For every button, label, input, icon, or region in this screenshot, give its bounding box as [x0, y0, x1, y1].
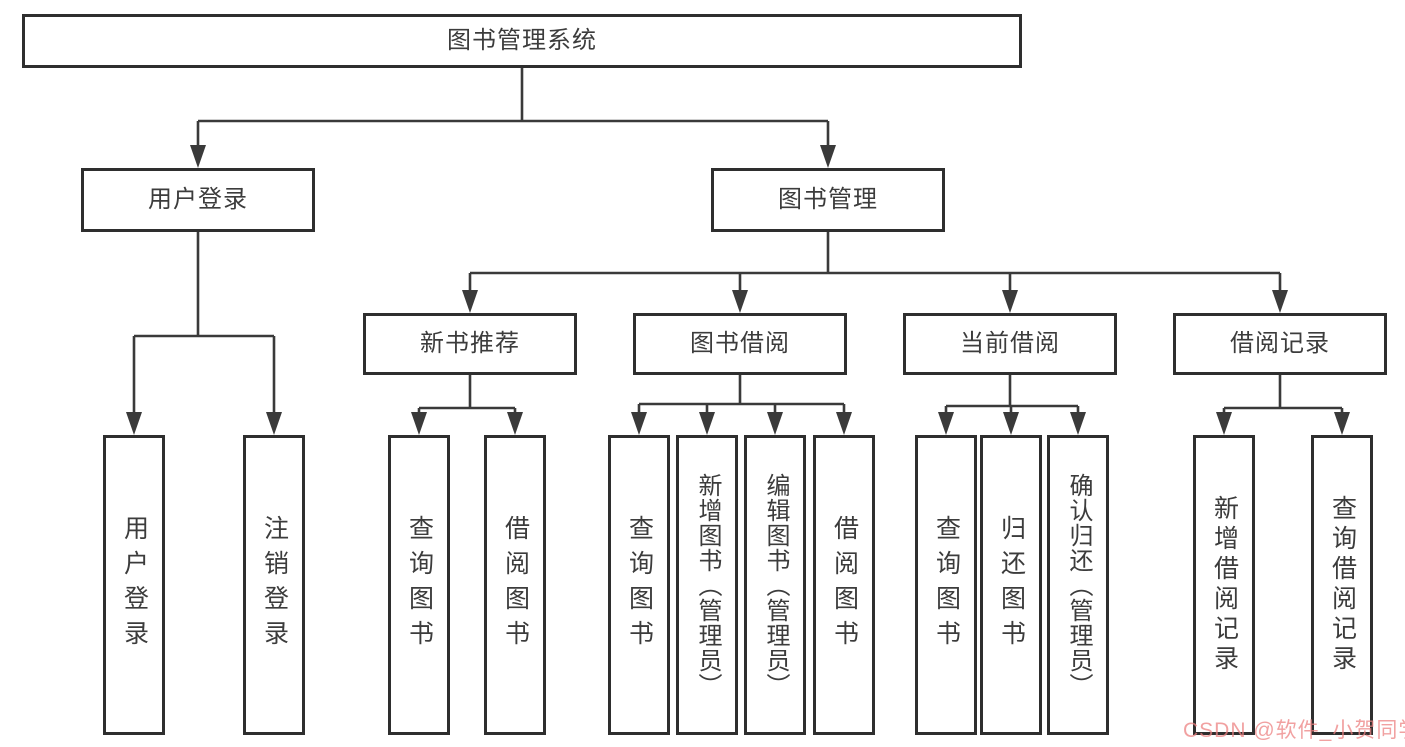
node-user-login: 用户登录: [81, 168, 315, 232]
node-book-management: 图书管理: [711, 168, 945, 232]
connector-recommend-to-leaves: [417, 375, 517, 431]
connector-root-to-level2: [196, 68, 830, 164]
arrowheads: [126, 145, 1350, 435]
connector-login-to-leaves: [132, 232, 276, 431]
leaf-user-login: 用户登录: [103, 435, 165, 735]
leaf-logout: 注销登录: [243, 435, 305, 735]
node-borrow-records: 借阅记录: [1173, 313, 1387, 375]
connector-borrow-to-leaves: [637, 375, 846, 431]
leaf-current-return-book: 归还图书: [980, 435, 1042, 735]
leaf-records-add-record: 新增借阅记录: [1193, 435, 1255, 735]
node-new-book-recommend: 新书推荐: [363, 313, 577, 375]
node-library-management-system: 图书管理系统: [22, 14, 1022, 68]
leaf-current-confirm-return-admin: 确认归还（管理员）: [1047, 435, 1109, 735]
leaf-borrow-edit-book-admin: 编辑图书（管理员）: [744, 435, 806, 735]
leaf-borrow-query-book: 查询图书: [608, 435, 670, 735]
connector-manage-to-level3: [468, 232, 1282, 309]
node-current-borrow: 当前借阅: [903, 313, 1117, 375]
leaf-records-query-record: 查询借阅记录: [1311, 435, 1373, 735]
leaf-current-query-book: 查询图书: [915, 435, 977, 735]
csdn-watermark: CSDN @软件_小贺同学: [1183, 719, 1405, 742]
leaf-borrow-add-book-admin: 新增图书（管理员）: [676, 435, 738, 735]
leaf-borrow-borrow-book: 借阅图书: [813, 435, 875, 735]
leaf-recommend-query-book: 查询图书: [388, 435, 450, 735]
connector-records-to-leaves: [1222, 375, 1344, 431]
leaf-recommend-borrow-book: 借阅图书: [484, 435, 546, 735]
node-book-borrow: 图书借阅: [633, 313, 847, 375]
